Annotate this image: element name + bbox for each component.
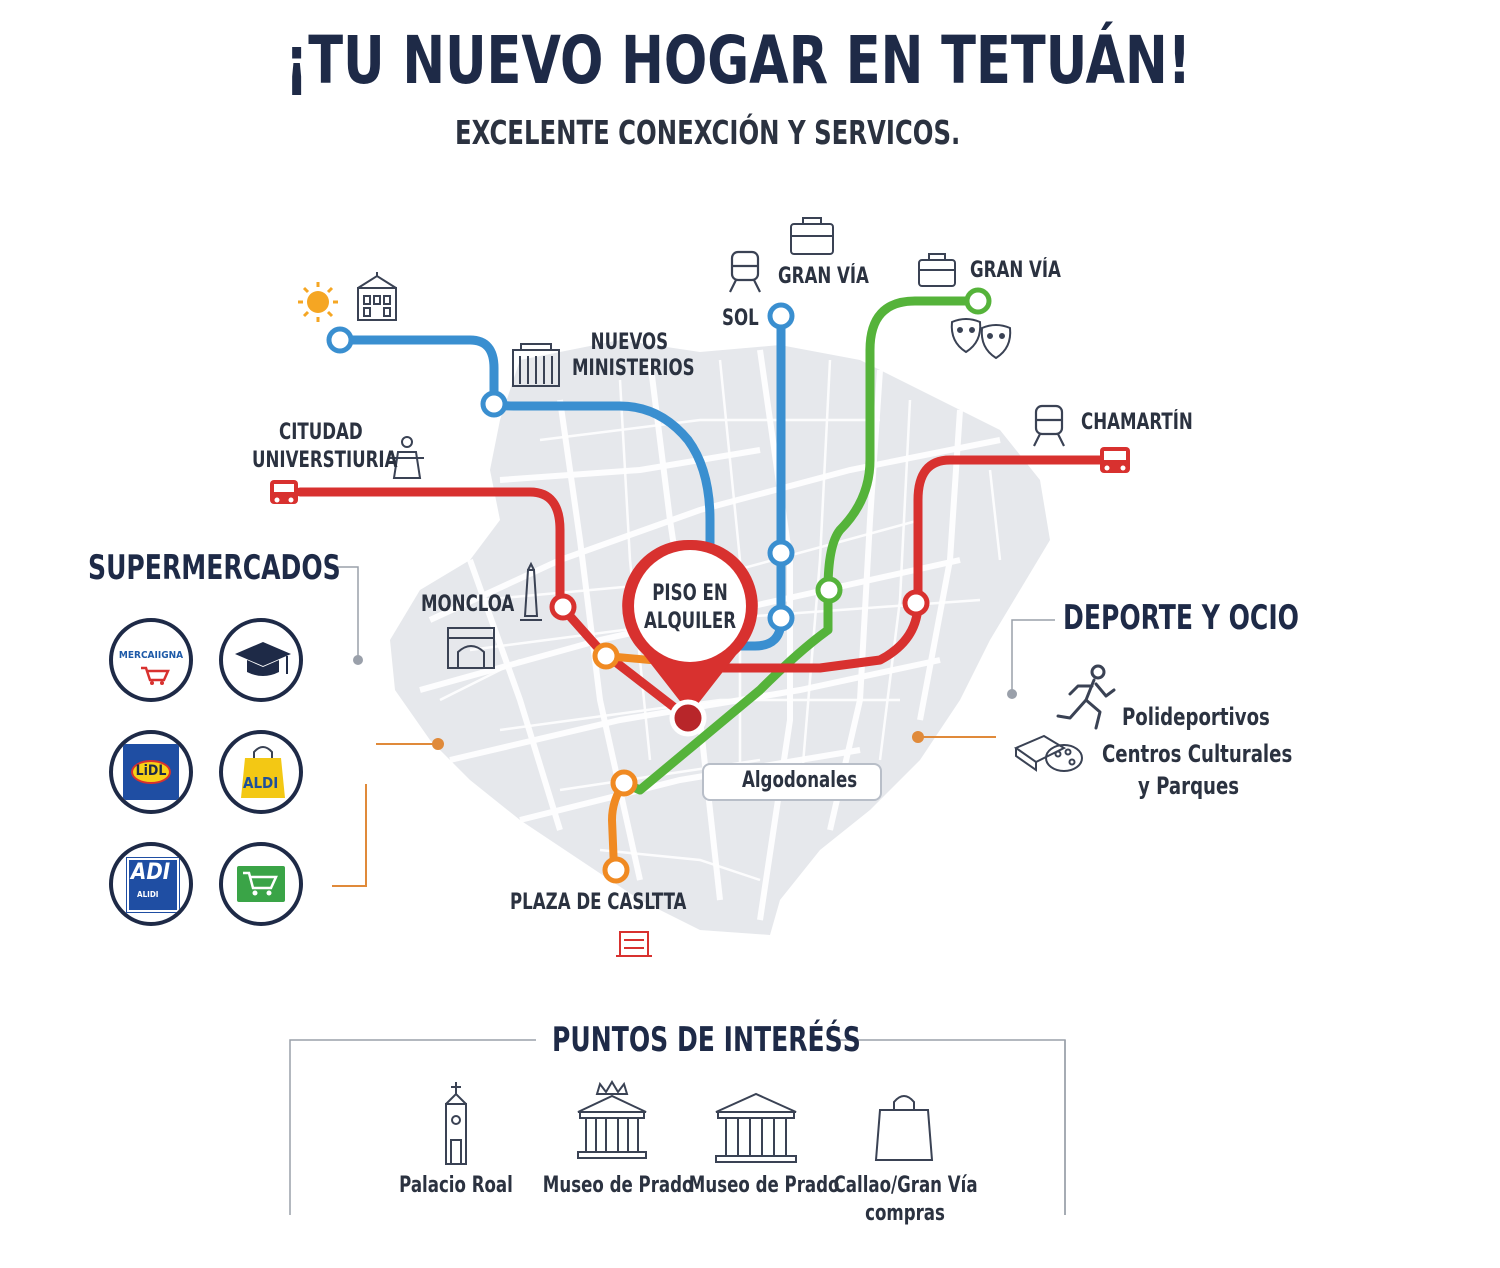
theatre-masks-icon [950,318,1012,360]
station-label-sol: SOL [722,306,759,331]
station-circle[interactable] [902,589,930,617]
station-label-line: UNIVERSTIURIA [252,448,398,473]
green-line [619,296,983,795]
station-label-nuevos-ministerios: NUEVOS [589,330,668,355]
adi-logo-text: ADI [131,860,171,885]
building-icon [357,272,397,321]
pin-label: PISO EN ALQUILER [641,580,738,635]
station-label-line: MINISTERIOS [572,356,695,381]
university-statue-icon [390,436,424,479]
runner-icon [1056,664,1116,730]
graduation-cap-logo[interactable] [219,618,303,702]
briefcase-icon [918,253,956,287]
poi-label-palacio-real: Palacio Roal [399,1173,513,1198]
station-label-chamartin: CHAMARTÍN [1081,410,1193,435]
page-subtitle: EXCELENTE CONEXCIÓN Y SERVICOS. [455,113,961,152]
shopping-bag-icon [241,746,285,798]
lidl-logo[interactable]: LiDL [109,730,193,814]
metro-stop-sign[interactable]: Algodonales [702,763,882,801]
station-circle[interactable] [767,539,795,567]
page-title: ¡TU NUEVO HOGAR EN TETUÁN! [285,22,1192,99]
puntos-heading: PUNTOS DE INTERÉŚS [552,1020,861,1060]
station-label-moncloa: MONCLOA [421,592,515,617]
museum-icon [715,1092,797,1163]
tower-building-icon [616,931,652,957]
station-circle[interactable] [815,576,843,604]
pin-label-line: PISO EN [652,581,728,606]
station-circle[interactable] [767,604,795,632]
station-label-line: NUEVOS [590,330,669,355]
train-icon [1033,404,1065,447]
blue-line [335,335,715,605]
poi-label-line: compras [865,1200,945,1226]
station-circle[interactable] [767,302,795,330]
ocio-parques: y Parques [1138,772,1240,800]
book-palette-icon [1013,734,1083,772]
briefcase-icon [790,217,834,255]
museum-crown-icon [577,1080,647,1159]
adi-logo-bg [127,858,179,912]
graduation-cap-icon [235,642,291,676]
red-line [295,487,693,723]
ocio-polideportivos: Polideportivos [1122,703,1270,731]
poi-label-museo-prado-2: Museo de Prado [688,1173,840,1198]
station-circle[interactable] [326,326,354,354]
poi-label-callao: Callao/Gran Vía compras [833,1172,978,1227]
poi-frame [289,1039,1066,1215]
poi-label-line: Callao/Gran Vía [833,1173,978,1198]
bus-icon [270,480,298,504]
station-circle[interactable] [592,642,620,670]
station-circle[interactable] [602,856,630,884]
aldi-logo-text: ALDI [243,774,279,792]
arch-icon [447,627,495,669]
aldi-bag-logo[interactable]: ALDI [219,730,303,814]
station-label-gran-via: GRAN VÍA [778,264,869,289]
cart-icon [243,871,278,896]
station-circle[interactable] [964,287,992,315]
shopping-bag-icon [874,1095,934,1161]
station-circle[interactable] [480,390,508,418]
adi-logo-subtext: ALIDI [137,890,159,899]
pin-label-line: ALQUILER [643,608,737,634]
supermercados-heading: SUPERMERCADOS [88,548,341,588]
station-circle[interactable] [610,769,638,797]
station-label-ciudad-universitaria: CITUDAD [279,420,363,445]
station-label-plaza-castilla: PLAZA DE CASLTTA [510,890,687,915]
obelisk-icon [520,561,542,621]
station-label-gran-via-2: GRAN VÍA [970,258,1061,283]
poi-label-museo-prado: Museo de Prado [542,1173,694,1198]
ocio-centros-culturales: Centros Culturales [1102,740,1293,768]
adi-aldi-logo[interactable]: ADI ALIDI [109,842,193,926]
ministry-building-icon [512,343,560,387]
cart-icon [141,666,170,685]
sun-icon [298,282,338,322]
mercadona-logo-text: MERCAIIGNA [118,650,184,661]
train-icon [729,250,761,293]
bus-icon [1100,447,1130,473]
lidl-logo-ring [131,760,171,784]
station-circle[interactable] [549,593,577,621]
mercadona-logo[interactable]: MERCAIIGNA [109,618,193,702]
lidl-logo-text: LiDL [135,763,167,779]
church-tower-icon [445,1082,467,1165]
cart-logo[interactable] [219,842,303,926]
metro-stop-label: Algodonales [742,768,858,793]
ocio-heading: DEPORTE Y OCIO [1063,598,1299,638]
location-pin[interactable] [622,539,758,737]
